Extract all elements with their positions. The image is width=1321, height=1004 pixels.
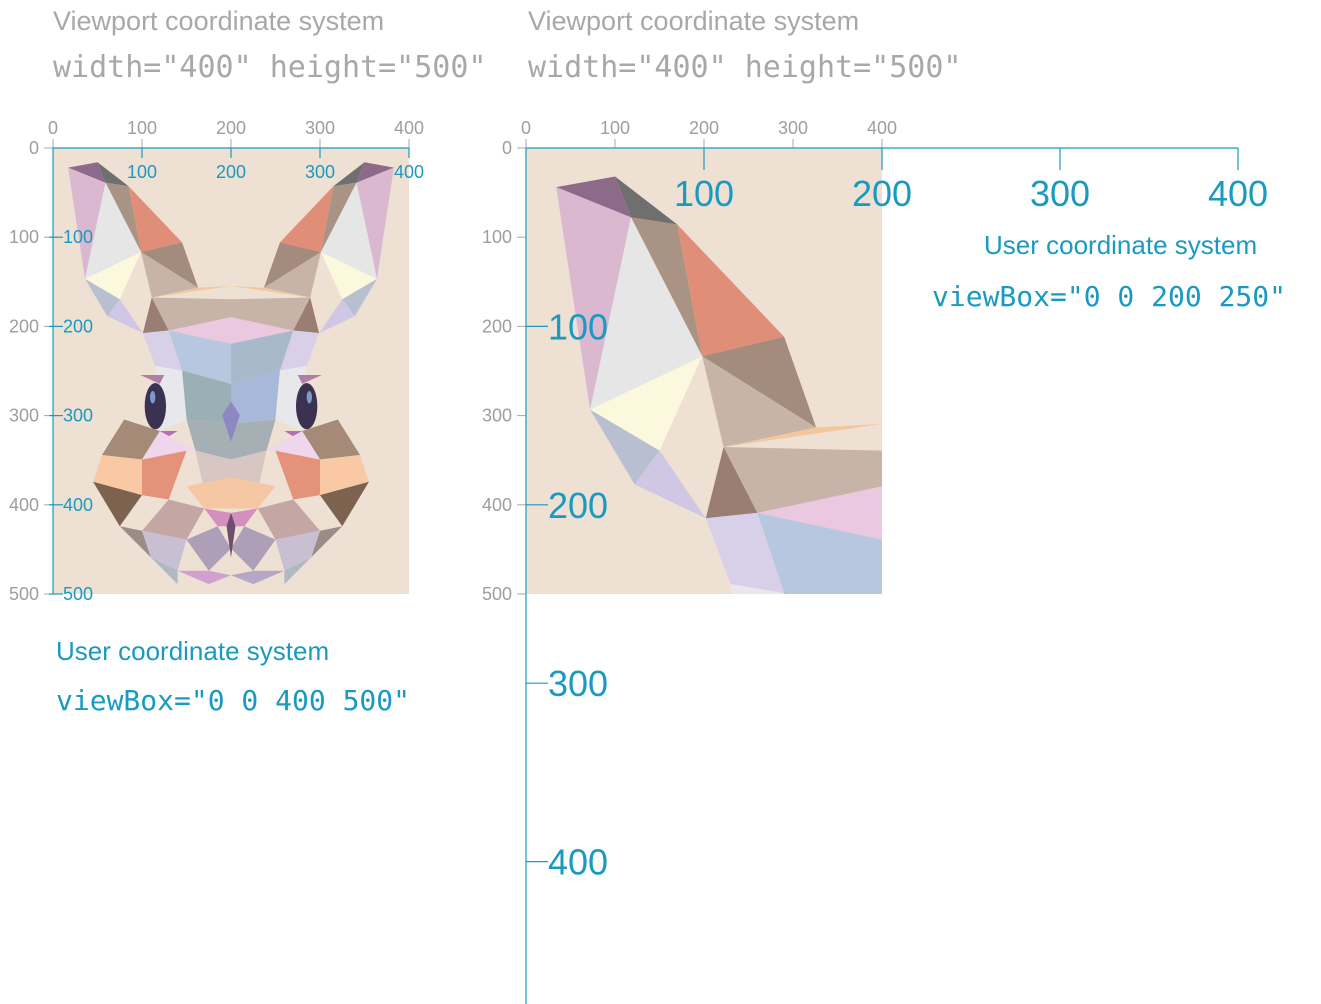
right-user-y-tick-label: 200 xyxy=(548,485,608,526)
left-user-code: viewBox="0 0 400 500" xyxy=(56,684,411,717)
left-user-y-tick-label: 500 xyxy=(63,584,93,604)
left-user-y-tick-label: 100 xyxy=(63,227,93,247)
left-viewport-y-tick-label: 400 xyxy=(9,495,39,515)
right-viewport-y-tick-label: 100 xyxy=(482,227,512,247)
left-user-y-tick-label: 200 xyxy=(63,316,93,336)
right-viewport-x-tick-label: 200 xyxy=(689,118,719,138)
left-viewport-y-tick-label: 100 xyxy=(9,227,39,247)
right-user-y-tick-label: 100 xyxy=(548,306,608,347)
left-viewport-x-tick-label: 400 xyxy=(394,118,424,138)
left-viewport-y-tick-label: 500 xyxy=(9,584,39,604)
left-user-x-tick-label: 200 xyxy=(216,162,246,182)
left-viewport-code: width="400" height="500" xyxy=(53,50,487,85)
left-user-x-tick-label: 300 xyxy=(305,162,335,182)
right-viewport-y-tick-label: 200 xyxy=(482,316,512,336)
right-user-x-tick-label: 400 xyxy=(1208,173,1268,214)
left-canvas xyxy=(53,148,409,594)
left-user-caption: User coordinate system xyxy=(56,636,330,666)
right-user-x-tick-label: 100 xyxy=(674,173,734,214)
right-user-code: viewBox="0 0 200 250" xyxy=(932,280,1287,313)
right-viewport-x-tick-label: 100 xyxy=(600,118,630,138)
left-axes-layer: 0 100 200 300 400 0 100 200 300 400 500 100 200 300 40… xyxy=(9,118,424,604)
right-viewport-x-tick-label: 0 xyxy=(521,118,531,138)
right-user-y-tick-label: 400 xyxy=(548,842,608,883)
right-viewport-y-tick-label: 0 xyxy=(502,138,512,158)
right-axes-layer: 0 100 200 300 400 0 100 200 300 400 500 100 200 300 40… xyxy=(482,118,1268,1004)
right-user-x-tick-label: 200 xyxy=(852,173,912,214)
left-user-x-tick-label: 400 xyxy=(394,162,424,182)
right-canvas xyxy=(526,148,882,594)
right-user-caption: User coordinate system xyxy=(984,230,1258,260)
right-viewport-code: width="400" height="500" xyxy=(528,50,962,85)
left-viewport-x-tick-label: 300 xyxy=(305,118,335,138)
right-viewport-x-tick-label: 300 xyxy=(778,118,808,138)
left-user-y-tick-label: 300 xyxy=(63,406,93,426)
right-viewport-y-tick-label: 500 xyxy=(482,584,512,604)
right-viewport-y-tick-label: 300 xyxy=(482,406,512,426)
right-user-y-tick-label: 300 xyxy=(548,663,608,704)
right-rabbit-illustration xyxy=(556,176,882,594)
left-viewport-y-tick-label: 300 xyxy=(9,406,39,426)
left-user-x-tick-label: 100 xyxy=(127,162,157,182)
right-viewport-x-tick-label: 400 xyxy=(867,118,897,138)
left-viewport-caption: Viewport coordinate system xyxy=(53,6,385,36)
right-viewport-y-tick-label: 400 xyxy=(482,495,512,515)
rabbit-art-zoomed xyxy=(556,176,882,594)
left-viewport-y-tick-label: 0 xyxy=(29,138,39,158)
left-viewport-y-tick-label: 200 xyxy=(9,316,39,336)
right-user-x-tick-label: 300 xyxy=(1030,173,1090,214)
left-viewport-x-tick-label: 200 xyxy=(216,118,246,138)
left-viewport-x-tick-label: 0 xyxy=(48,118,58,138)
left-user-y-tick-label: 400 xyxy=(63,495,93,515)
right-viewport-caption: Viewport coordinate system xyxy=(528,6,860,36)
left-viewport-x-tick-label: 100 xyxy=(127,118,157,138)
